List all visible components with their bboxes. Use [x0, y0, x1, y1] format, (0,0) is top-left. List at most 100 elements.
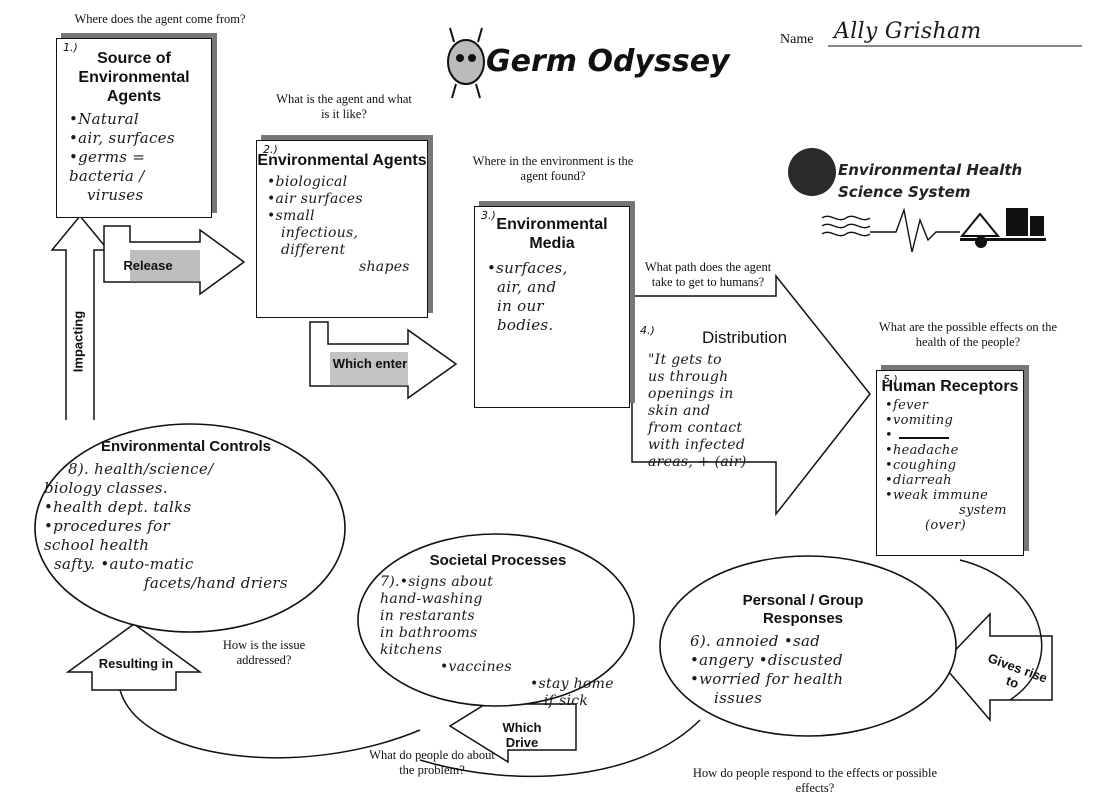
distribution-content: 4.) Distribution "It gets to us through …: [640, 324, 840, 484]
which-drive-label: Which Drive: [502, 720, 542, 750]
question-source: Where does the agent come from?: [74, 12, 246, 26]
answer-line: issues: [714, 689, 763, 707]
answer-line: •vaccines: [440, 659, 512, 675]
answer-line: system: [959, 503, 1007, 518]
answer-line: school health: [44, 536, 150, 554]
answer-bullet: •: [885, 428, 893, 443]
receptors-box: 5.) Human Receptors •fever •vomiting • •…: [876, 370, 1024, 556]
distribution-answers: "It gets to us through openings in skin …: [648, 352, 747, 471]
source-answers: •Natural •air, surfaces •germs = bacteri…: [69, 110, 211, 205]
name-value: Ally Grisham: [834, 19, 982, 44]
media-box: 3.) Environmental Media •surfaces, air, …: [474, 206, 630, 408]
answer-line: •headache: [885, 443, 959, 458]
answer-line: 8). health/science/: [68, 460, 214, 478]
answer-line: areas, + (air): [648, 454, 747, 470]
answer-line: (over): [925, 518, 967, 533]
distribution-number: 4.): [640, 324, 655, 337]
receptors-answers: •fever •vomiting • •headache •coughing •…: [885, 398, 1023, 533]
answer-line: •small: [267, 208, 315, 224]
answer-line: infectious,: [281, 225, 359, 241]
answer-line: kitchens: [380, 642, 443, 658]
answer-line: •weak immune: [885, 488, 989, 503]
answer-line: in our: [497, 297, 544, 315]
answer-line: •diarreah: [885, 473, 952, 488]
distribution-title: Distribution: [702, 328, 788, 347]
agents-number: 2.): [263, 143, 278, 156]
name-label: Name: [780, 32, 814, 47]
societal-title: Societal Processes: [429, 552, 567, 569]
resulting-in-arrow: [65, 623, 203, 691]
media-title: Environmental Media: [496, 216, 608, 252]
answer-line: •air surfaces: [267, 191, 363, 207]
logo-buildings-icon: [959, 208, 1046, 248]
answer-line: •vomiting: [885, 413, 954, 428]
answer-line: safty. •auto-matic: [54, 555, 194, 573]
question-addressed: How is the issue addressed?: [222, 638, 306, 667]
agents-title: Environmental Agents: [257, 152, 427, 169]
answer-line: 6). annoied •sad: [690, 632, 821, 650]
answer-line: •surfaces,: [487, 259, 568, 277]
which-enter-label: Which enter: [332, 356, 408, 371]
answer-line: •stay home: [530, 676, 614, 692]
media-answers: •surfaces, air, and in our bodies.: [487, 259, 629, 335]
answer-line: •: [885, 428, 1023, 443]
answer-line: •health dept. talks: [44, 498, 192, 516]
distribution-arrow: [631, 273, 871, 517]
receptors-title: Human Receptors: [881, 378, 1019, 395]
source-number: 1.): [63, 41, 78, 54]
answer-line: •angery •discusted: [690, 651, 843, 669]
gives-rise-arrow: [940, 612, 1053, 723]
answer-line: "It gets to: [648, 352, 722, 368]
answer-line: shapes: [359, 259, 410, 275]
controls-ellipse: [34, 423, 346, 633]
question-path: What path does the agent take to get to …: [644, 260, 772, 289]
answer-line: •fever: [885, 398, 929, 413]
answer-line: facets/hand driers: [144, 574, 288, 592]
answer-line: biology classes.: [44, 479, 168, 497]
germ-character-icon: [447, 27, 485, 99]
answer-line: in bathrooms: [380, 625, 478, 641]
scribbled-out-word: [898, 429, 949, 439]
answer-line: •coughing: [885, 458, 957, 473]
answer-line: •germs =: [69, 148, 146, 166]
controls-answers: 8). health/science/ biology classes. •he…: [44, 460, 288, 593]
resulting-in-label: Resulting in: [98, 656, 174, 671]
controls-title: Environmental Controls: [100, 438, 272, 455]
answer-line: •air, surfaces: [69, 129, 175, 147]
question-media: Where in the environment is the agent fo…: [472, 154, 634, 183]
answer-line: •Natural: [69, 110, 139, 128]
answer-line: •procedures for: [44, 517, 170, 535]
logo-line1: Environmental Health: [838, 161, 1023, 179]
answer-line: skin and: [648, 403, 711, 419]
answer-line: if sick: [544, 693, 589, 709]
answer-line: us through: [648, 369, 729, 385]
source-title: Source of Environmental Agents: [78, 50, 190, 105]
answer-line: different: [281, 242, 346, 258]
logo-waveform: [821, 207, 960, 253]
question-respond: How do people respond to the effects or …: [692, 766, 938, 795]
source-box: 1.) Source of Environmental Agents •Natu…: [56, 38, 212, 218]
answer-line: viruses: [87, 186, 144, 204]
question-effects: What are the possible effects on the hea…: [878, 320, 1058, 349]
answer-line: air, and: [497, 278, 557, 296]
release-label: Release: [123, 258, 173, 273]
page-title: Germ Odyssey: [486, 44, 730, 79]
personal-ellipse: [659, 555, 957, 737]
answer-line: bacteria /: [69, 167, 145, 185]
answer-line: hand-washing: [380, 591, 483, 607]
answer-line: 7).•signs about: [380, 574, 494, 590]
answer-line: •biological: [267, 174, 348, 190]
answer-line: with infected: [648, 437, 746, 453]
logo-line2: Science System: [838, 183, 971, 201]
personal-title: Personal / Group Responses: [742, 592, 864, 627]
media-number: 3.): [481, 209, 496, 222]
answer-line: •worried for health: [690, 670, 844, 688]
impacting-label: Impacting: [70, 310, 86, 373]
question-agents: What is the agent and what is it like?: [276, 92, 412, 121]
answer-line: in restarants: [380, 608, 475, 624]
answer-line: from contact: [648, 420, 743, 436]
agents-answers: •biological •air surfaces •small infecti…: [267, 174, 427, 276]
answer-line: bodies.: [497, 316, 554, 334]
